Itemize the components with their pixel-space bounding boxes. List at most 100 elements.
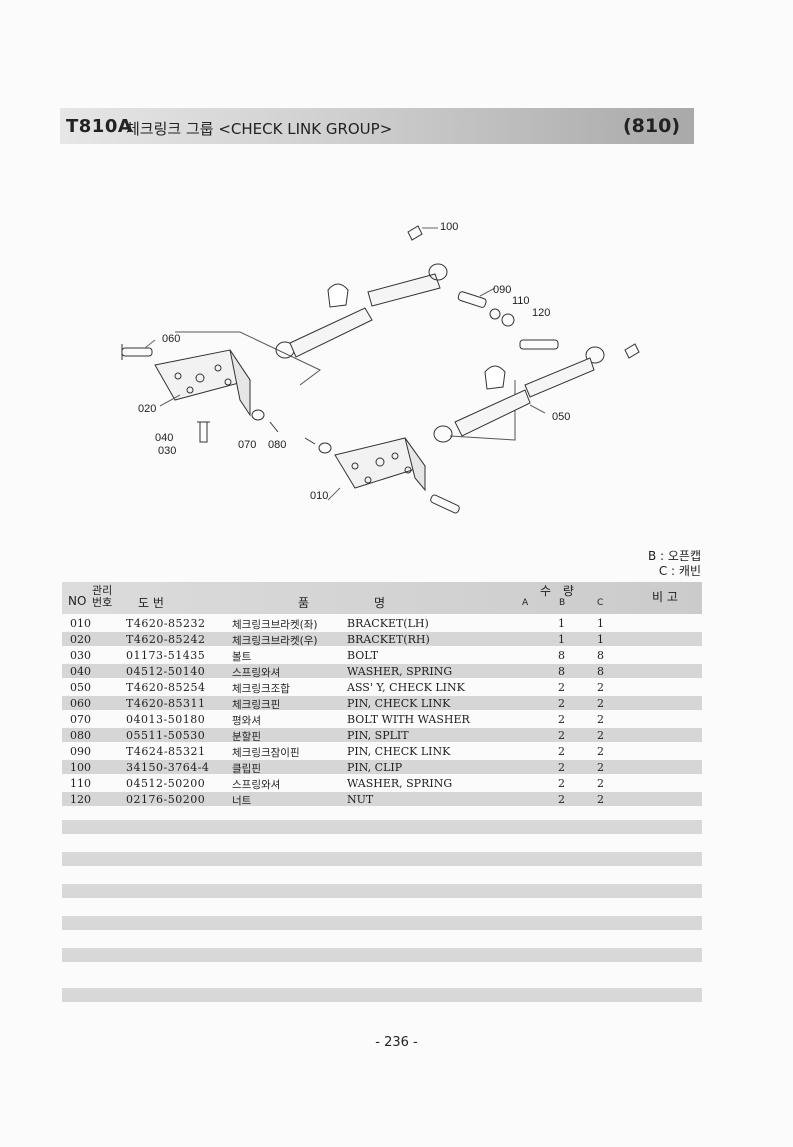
model-code: T810A — [66, 116, 133, 137]
cell-c: 8 — [597, 649, 604, 662]
cell-part: T4620-85254 — [126, 681, 206, 694]
cell-kr: 체크링크조합 — [232, 683, 290, 695]
cell-c: 2 — [597, 761, 604, 774]
header-b: B — [559, 598, 566, 608]
cell-kr: 체크링크브라켓(좌) — [232, 619, 318, 631]
callout-080: 080 — [268, 439, 286, 451]
cell-kr: 체크링크잠이핀 — [232, 747, 300, 759]
cell-en: BRACKET(LH) — [347, 617, 429, 630]
cell-part: T4620-85311 — [126, 697, 206, 710]
cell-part: T4620-85242 — [126, 633, 206, 646]
cell-en: WASHER, SPRING — [347, 777, 453, 790]
cell-c: 2 — [597, 777, 604, 790]
callout-070: 070 — [238, 439, 256, 451]
cell-no: 120 — [70, 793, 91, 806]
callout-120: 120 — [532, 307, 550, 319]
exploded-diagram: 100 090 110 120 060 020 040 030 070 080 … — [121, 221, 640, 514]
cell-no: 100 — [70, 761, 91, 774]
cell-c: 2 — [597, 681, 604, 694]
cell-no: 010 — [70, 617, 91, 630]
cell-no: 050 — [70, 681, 91, 694]
cell-part: 05511-50530 — [126, 729, 206, 742]
table-row: 080 05511-50530 분할핀 PIN, SPLIT 2 2 — [62, 728, 702, 743]
group-number: (810) — [622, 115, 680, 137]
table-row: 120 02176-50200 너트 NUT 2 2 — [62, 792, 702, 807]
header-name-b: 명 — [374, 596, 386, 610]
cell-b: 2 — [558, 729, 565, 742]
cell-kr: 체크링크브라켓(우) — [232, 635, 318, 647]
cell-part: 04512-50140 — [126, 665, 206, 678]
callout-040: 040 — [155, 432, 173, 444]
cell-b: 2 — [558, 681, 565, 694]
cell-en: PIN, SPLIT — [347, 729, 409, 742]
cell-no: 070 — [70, 713, 91, 726]
cell-en: PIN, CHECK LINK — [347, 745, 451, 758]
cell-b: 8 — [558, 649, 565, 662]
header-qty: 수 량 — [540, 584, 578, 598]
empty-row-band — [62, 884, 702, 898]
cell-b: 2 — [558, 713, 565, 726]
callout-050: 050 — [552, 411, 570, 423]
header-no: NO — [68, 594, 87, 608]
callout-020: 020 — [138, 403, 156, 415]
cell-en: WASHER, SPRING — [347, 665, 453, 678]
cell-no: 020 — [70, 633, 91, 646]
cell-c: 8 — [597, 665, 604, 678]
cell-kr: 체크링크핀 — [232, 699, 281, 711]
cell-part: 34150-3764-4 — [126, 761, 210, 774]
empty-row-band — [62, 820, 702, 834]
page-number: - 236 - — [375, 1035, 418, 1050]
cell-kr: 볼트 — [232, 651, 252, 663]
table-row: 060 T4620-85311 체크링크핀 PIN, CHECK LINK 2 2 — [62, 696, 702, 711]
cell-b: 1 — [558, 617, 565, 630]
cell-part: 02176-50200 — [126, 793, 206, 806]
group-title: 체크링크 그룹 <CHECK LINK GROUP> — [126, 120, 393, 138]
cell-part: 04512-50200 — [126, 777, 206, 790]
cell-no: 110 — [70, 777, 91, 790]
cell-en: PIN, CHECK LINK — [347, 697, 451, 710]
cell-part: T4624-85321 — [126, 745, 206, 758]
cell-no: 090 — [70, 745, 91, 758]
cell-no: 060 — [70, 697, 91, 710]
table-row: 110 04512-50200 스프링와셔 WASHER, SPRING 2 2 — [62, 776, 702, 791]
callout-100: 100 — [440, 221, 458, 233]
cell-part: T4620-85232 — [126, 617, 206, 630]
cell-b: 2 — [558, 777, 565, 790]
cell-c: 2 — [597, 713, 604, 726]
empty-row-band — [62, 852, 702, 866]
callout-060: 060 — [162, 333, 180, 345]
cell-c: 2 — [597, 729, 604, 742]
cell-no: 080 — [70, 729, 91, 742]
cell-b: 2 — [558, 793, 565, 806]
cell-kr: 스프링와셔 — [232, 779, 281, 791]
legend-c: C : 캐빈 — [658, 564, 701, 578]
cell-c: 2 — [597, 793, 604, 806]
header-c: C — [597, 598, 604, 608]
cell-c: 2 — [597, 697, 604, 710]
cell-b: 2 — [558, 697, 565, 710]
header-drawing: 도 번 — [138, 596, 164, 610]
callout-010: 010 — [310, 490, 328, 502]
empty-row-band — [62, 948, 702, 962]
cell-en: NUT — [347, 793, 374, 806]
cell-b: 1 — [558, 633, 565, 646]
header-name-a: 품 — [298, 596, 310, 610]
cell-no: 030 — [70, 649, 91, 662]
cell-kr: 클립핀 — [232, 763, 261, 775]
callout-030: 030 — [158, 445, 176, 457]
cell-no: 040 — [70, 665, 91, 678]
cell-kr: 평와셔 — [232, 715, 261, 727]
cell-en: BRACKET(RH) — [347, 633, 430, 646]
cell-kr: 너트 — [232, 795, 252, 807]
cell-b: 2 — [558, 761, 565, 774]
header-a: A — [522, 598, 529, 608]
cell-en: BOLT — [347, 649, 379, 662]
callout-110: 110 — [512, 295, 530, 307]
cell-kr: 분할핀 — [232, 731, 261, 743]
